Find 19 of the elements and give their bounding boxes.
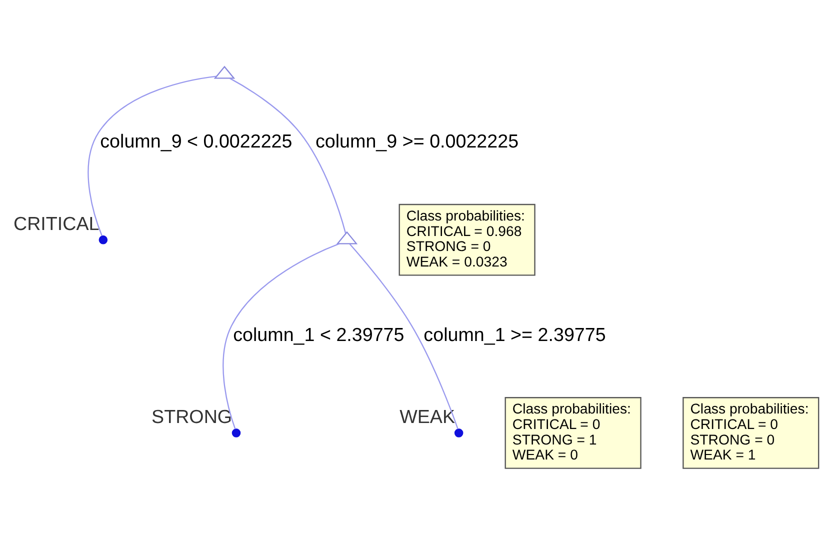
edge-label: column_1 < 2.39775 bbox=[233, 323, 404, 344]
connector bbox=[222, 242, 340, 429]
node-circle bbox=[232, 428, 241, 437]
node-box: Class probabilities: CRITICAL = 0 STRONG = 0 WEAK = 1 bbox=[682, 396, 820, 468]
node-triangle bbox=[336, 230, 358, 244]
node-triangle bbox=[214, 65, 236, 78]
connector bbox=[229, 77, 346, 233]
node-label: STRONG bbox=[152, 406, 232, 427]
edge-label: column_1 >= 2.39775 bbox=[424, 323, 606, 344]
node-label: WEAK bbox=[400, 406, 456, 427]
node-box: Class probabilities: CRITICAL = 0.968 STRONG = 0 WEAK = 0.0323 bbox=[398, 203, 536, 276]
connector bbox=[88, 75, 216, 236]
node-circle bbox=[98, 234, 108, 244]
edge-label: column_9 >= 0.0022225 bbox=[315, 130, 519, 152]
connector bbox=[349, 243, 458, 429]
node-box: Class probabilities: CRITICAL = 0 STRONG = 1 WEAK = 0 bbox=[504, 396, 642, 468]
node-label: CRITICAL bbox=[13, 212, 100, 234]
node-circle bbox=[454, 428, 464, 437]
edge-label: column_9 < 0.0022225 bbox=[100, 130, 292, 152]
